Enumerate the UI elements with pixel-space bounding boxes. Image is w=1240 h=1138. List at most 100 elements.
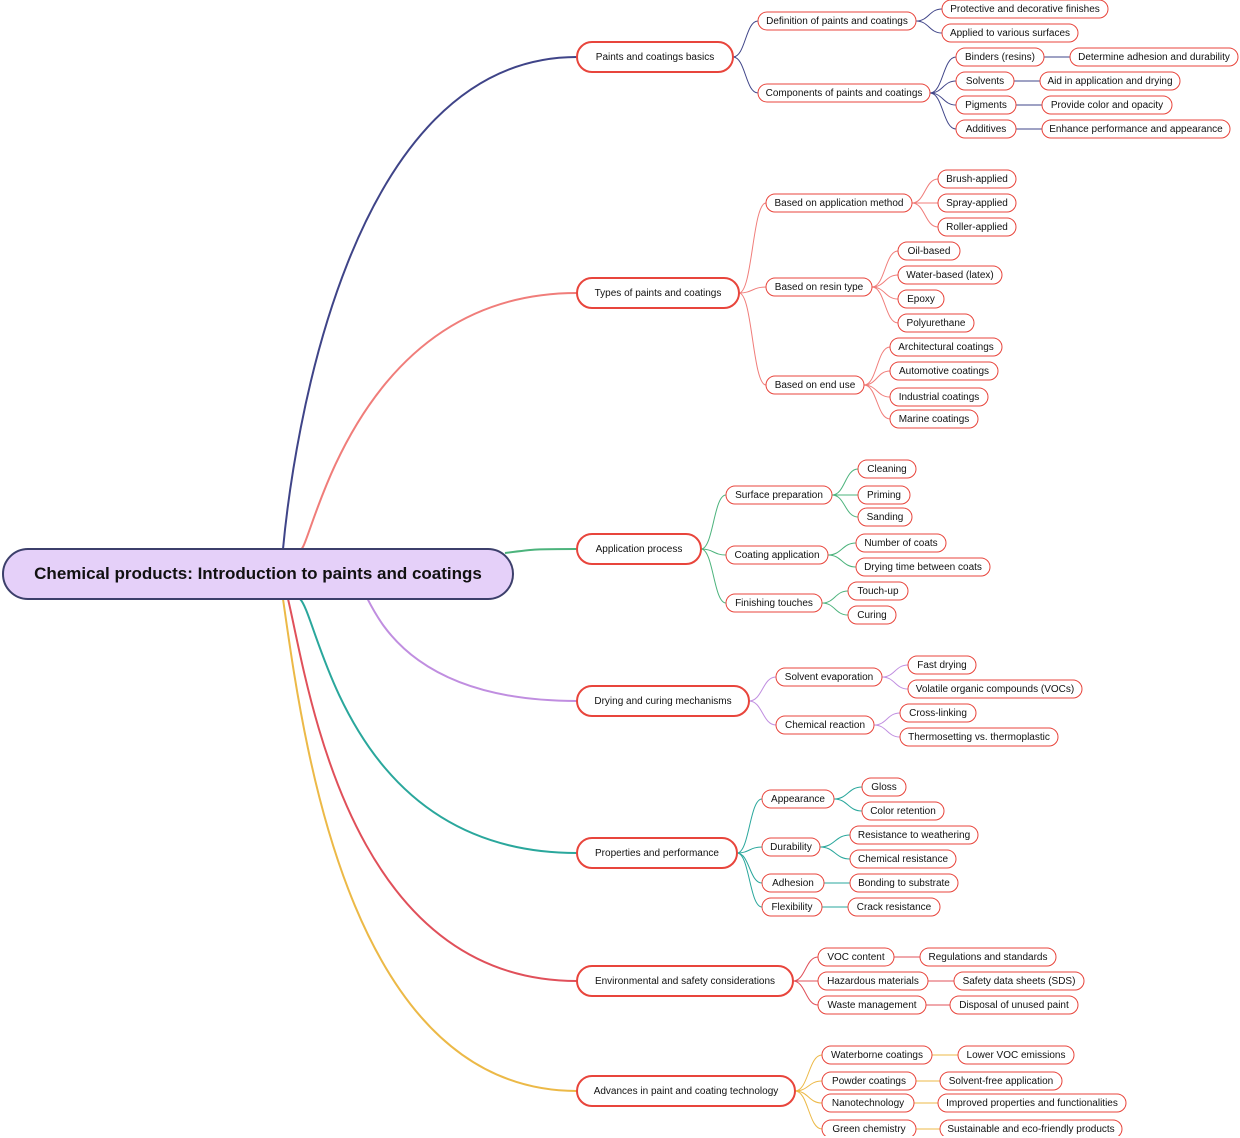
connector-volatile-organic-compounds-vocs (881, 676, 909, 690)
item-gloss[interactable] (861, 777, 907, 797)
topic-coating-application[interactable] (725, 545, 829, 565)
item-volatile-organic-compounds-vocs[interactable] (907, 679, 1083, 699)
item-color-retention[interactable] (861, 801, 945, 821)
item-roller-applied[interactable] (937, 217, 1017, 237)
item-sustainable-and-eco-friendly-products[interactable] (939, 1119, 1123, 1136)
connector-protective-and-decorative-finishes (915, 8, 943, 22)
item-fast-drying[interactable] (907, 655, 977, 675)
branch-properties-and-performance[interactable] (576, 837, 738, 869)
connector-solvents (929, 80, 957, 94)
connector-resistance-to-weathering (819, 834, 851, 848)
item-solvent-free-application[interactable] (939, 1071, 1063, 1091)
item-touch-up[interactable] (847, 581, 909, 601)
item-architectural-coatings[interactable] (889, 337, 1003, 357)
connector-coating-application (700, 548, 727, 556)
item-industrial-coatings[interactable] (889, 387, 989, 407)
item-spray-applied[interactable] (937, 193, 1017, 213)
topic-waste-management[interactable] (817, 995, 927, 1015)
connector-waste-management (792, 980, 819, 1006)
item-drying-time-between-coats[interactable] (855, 557, 991, 577)
topic-chemical-reaction[interactable] (775, 715, 875, 735)
connector-solvent-evaporation (748, 676, 777, 702)
item-epoxy[interactable] (897, 289, 945, 309)
connector-roller-applied (911, 202, 939, 228)
branch-advances-in-paint-and-coating-technology[interactable] (576, 1075, 796, 1107)
topic-solvent-evaporation[interactable] (775, 667, 883, 687)
connector-surface-preparation (700, 494, 727, 550)
detail-aid-in-application-and-drying[interactable] (1039, 71, 1181, 91)
branch-environmental-and-safety-considerations[interactable] (576, 965, 794, 997)
connector-layer (282, 8, 1070, 1130)
detail-determine-adhesion-and-durability[interactable] (1069, 47, 1239, 67)
item-automotive-coatings[interactable] (889, 361, 999, 381)
connector-powder-coatings (794, 1080, 823, 1092)
item-sanding[interactable] (857, 507, 913, 527)
topic-finishing-touches[interactable] (725, 593, 823, 613)
topic-components-of-paints-and-coatings[interactable] (757, 83, 931, 103)
item-cleaning[interactable] (857, 459, 917, 479)
branch-types-of-paints-and-coatings[interactable] (576, 277, 740, 309)
topic-hazardous-materials[interactable] (817, 971, 929, 991)
branch-application-process[interactable] (576, 533, 702, 565)
connector-marine-coatings (863, 384, 891, 420)
connector-based-on-resin-type (738, 286, 767, 294)
item-oil-based[interactable] (897, 241, 961, 261)
branch-drying-and-curing-mechanisms[interactable] (576, 685, 750, 717)
item-pigments[interactable] (955, 95, 1017, 115)
item-additives[interactable] (955, 119, 1017, 139)
item-thermosetting-vs-thermoplastic[interactable] (899, 727, 1059, 747)
item-solvents[interactable] (955, 71, 1015, 91)
topic-durability[interactable] (761, 837, 821, 857)
connector-sanding (831, 494, 859, 518)
topic-adhesion[interactable] (761, 873, 825, 893)
topic-based-on-resin-type[interactable] (765, 277, 873, 297)
topic-waterborne-coatings[interactable] (821, 1045, 933, 1065)
connector-water-based-latex (871, 274, 899, 288)
detail-enhance-performance-and-appearance[interactable] (1041, 119, 1231, 139)
item-binders-resins[interactable] (955, 47, 1045, 67)
topic-green-chemistry[interactable] (821, 1119, 917, 1136)
item-improved-properties-and-functionalities[interactable] (937, 1093, 1127, 1113)
item-crack-resistance[interactable] (847, 897, 941, 917)
connector-number-of-coats (827, 542, 857, 556)
root-node[interactable] (2, 548, 514, 600)
item-chemical-resistance[interactable] (849, 849, 957, 869)
topic-flexibility[interactable] (761, 897, 823, 917)
connector-finishing-touches (700, 548, 727, 604)
item-marine-coatings[interactable] (889, 409, 979, 429)
topic-based-on-end-use[interactable] (765, 375, 865, 395)
topic-based-on-application-method[interactable] (765, 193, 913, 213)
connector-polyurethane (871, 286, 899, 324)
item-safety-data-sheets-sds[interactable] (953, 971, 1085, 991)
topic-nanotechnology[interactable] (821, 1093, 915, 1113)
item-brush-applied[interactable] (937, 169, 1017, 189)
item-disposal-of-unused-paint[interactable] (949, 995, 1079, 1015)
item-water-based-latex[interactable] (897, 265, 1003, 285)
item-bonding-to-substrate[interactable] (849, 873, 959, 893)
item-polyurethane[interactable] (897, 313, 975, 333)
topic-definition-of-paints-and-coatings[interactable] (757, 11, 917, 31)
topic-surface-preparation[interactable] (725, 485, 833, 505)
item-cross-linking[interactable] (899, 703, 977, 723)
item-lower-voc-emissions[interactable] (957, 1045, 1075, 1065)
connector-root-advances-in-paint-and-coating-technology (282, 598, 578, 1092)
connector-oil-based (871, 250, 899, 288)
item-protective-and-decorative-finishes[interactable] (941, 0, 1109, 19)
item-regulations-and-standards[interactable] (919, 947, 1057, 967)
connector-flexibility (736, 852, 763, 908)
topic-voc-content[interactable] (817, 947, 895, 967)
branch-paints-and-coatings-basics[interactable] (576, 41, 734, 73)
item-applied-to-various-surfaces[interactable] (941, 23, 1079, 43)
item-priming[interactable] (857, 485, 911, 505)
connector-cross-linking (873, 712, 901, 726)
detail-provide-color-and-opacity[interactable] (1041, 95, 1173, 115)
item-curing[interactable] (847, 605, 897, 625)
connector-additives (929, 92, 957, 130)
topic-powder-coatings[interactable] (821, 1071, 917, 1091)
item-number-of-coats[interactable] (855, 533, 947, 553)
item-resistance-to-weathering[interactable] (849, 825, 979, 845)
connector-definition-of-paints-and-coatings (732, 20, 759, 58)
topic-appearance[interactable] (761, 789, 835, 809)
